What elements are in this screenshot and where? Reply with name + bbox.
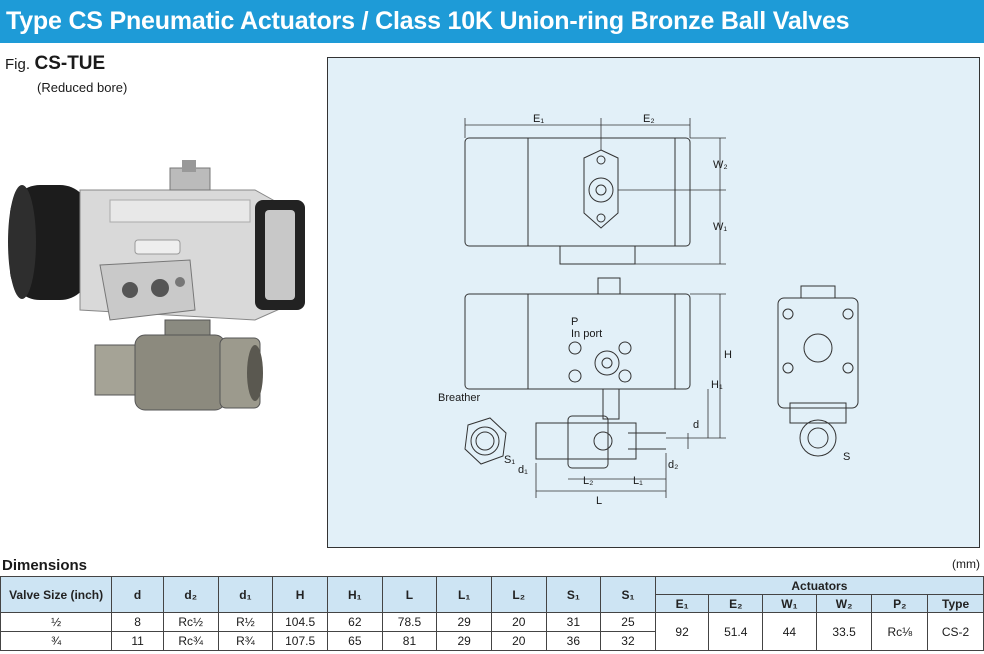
label-l: L	[596, 495, 602, 507]
header-s1a: S₁	[545, 576, 602, 613]
header-d1: d₁	[217, 576, 274, 613]
label-w1: W₁	[713, 221, 727, 233]
technical-drawing: E₁ E₂ W₂ W₁ P In port H H₁ Breather d d₁…	[327, 57, 980, 548]
label-e2: E₂	[643, 113, 655, 125]
cell-h: 104.5	[272, 612, 329, 632]
cell-s1b: 32	[600, 631, 656, 651]
cell-s1a: 36	[545, 631, 602, 651]
label-p: P	[571, 316, 578, 328]
header-d2: d₂	[162, 576, 219, 613]
drawing-canvas: E₁ E₂ W₂ W₁ P In port H H₁ Breather d d₁…	[438, 113, 859, 507]
cell-h1: 65	[327, 631, 383, 651]
page-title: Type CS Pneumatic Actuators / Class 10K …	[6, 7, 850, 35]
product-photo	[8, 160, 305, 411]
label-h: H	[724, 349, 732, 361]
cell-type: CS-2	[927, 612, 984, 651]
table-subheader-row: E₁ E₂ W₁ W₂ P₂ Type	[1, 594, 984, 613]
label-d2: d₂	[668, 459, 678, 471]
label-l1: L₁	[633, 475, 643, 487]
header-l: L	[381, 576, 438, 613]
cell-l2: 20	[490, 631, 547, 651]
header-s1b: S₁	[600, 576, 656, 613]
cell-e2: 51.4	[708, 612, 764, 651]
cell-l1: 29	[436, 631, 492, 651]
cell-d: 11	[111, 631, 164, 651]
header-e1: E₁	[654, 594, 710, 613]
header-h: H	[272, 576, 329, 613]
header-l1: L₁	[436, 576, 492, 613]
cell-w2: 33.5	[815, 612, 873, 651]
label-d: d	[693, 419, 699, 431]
header-actuators: Actuators	[654, 576, 984, 595]
label-s1: S₁	[504, 454, 515, 466]
header-p2: P₂	[871, 594, 929, 613]
cell-e1: 92	[654, 612, 710, 651]
cell-size: ½	[0, 612, 113, 632]
header-w1: W₁	[762, 594, 817, 613]
cell-w1: 44	[762, 612, 817, 651]
title-banner: Type CS Pneumatic Actuators / Class 10K …	[0, 0, 984, 43]
cell-l: 78.5	[381, 612, 438, 632]
table-header-row: Valve Size (inch) d d₂ d₁ H H₁ L L₁ L₂ S…	[0, 576, 984, 613]
header-h1: H₁	[327, 576, 383, 613]
cell-h1: 62	[327, 612, 383, 632]
table-row: ¾ 11 Rc¾ R¾ 107.5 65 81 29 20 36 32	[0, 631, 984, 651]
cell-d1: R½	[217, 612, 274, 632]
dimensions-table: Valve Size (inch) d d₂ d₁ H H₁ L L₁ L₂ S…	[0, 576, 984, 651]
cell-l: 81	[381, 631, 438, 651]
label-d1: d₁	[518, 464, 528, 476]
header-d: d	[111, 576, 164, 613]
label-l2: L₂	[583, 475, 593, 487]
cell-l2: 20	[490, 612, 547, 632]
figure-label: Fig. CS-TUE	[5, 53, 105, 75]
cell-d1: R¾	[217, 631, 274, 651]
cell-h: 107.5	[272, 631, 329, 651]
cell-d2: Rc½	[162, 612, 219, 632]
cell-s1a: 31	[545, 612, 602, 632]
label-in-port: In port	[571, 328, 602, 340]
header-valve-size: Valve Size (inch)	[0, 576, 113, 613]
label-h1: H₁	[711, 379, 723, 391]
figure-name: CS-TUE	[34, 53, 106, 74]
table-row: ½ 8 Rc½ R½ 104.5 62 78.5 29 20 31 25 92 …	[0, 612, 984, 651]
dimensions-title: Dimensions	[2, 557, 88, 574]
label-s: S	[843, 451, 850, 463]
cell-l1: 29	[436, 612, 492, 632]
cell-d: 8	[111, 612, 164, 632]
header-e2: E₂	[708, 594, 764, 613]
figure-prefix: Fig.	[5, 56, 31, 73]
cell-s1b: 25	[600, 612, 656, 632]
cell-p2: Rc⅛	[871, 612, 929, 651]
header-w2: W₂	[815, 594, 873, 613]
label-breather: Breather	[438, 392, 481, 404]
header-type: Type	[927, 594, 984, 613]
figure-subtitle: (Reduced bore)	[37, 80, 128, 95]
label-e1: E₁	[533, 113, 544, 125]
label-w2: W₂	[713, 159, 728, 171]
cell-size: ¾	[0, 631, 113, 651]
unit-label: (mm)	[952, 557, 980, 571]
cell-d2: Rc¾	[162, 631, 219, 651]
header-l2: L₂	[490, 576, 547, 613]
